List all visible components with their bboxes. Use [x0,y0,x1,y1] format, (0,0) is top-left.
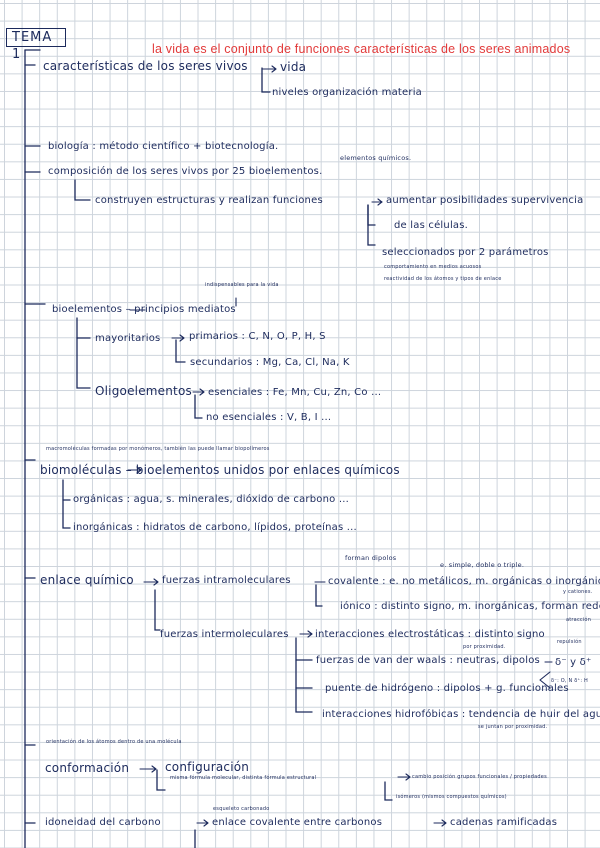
note-niveles: niveles organización materia [272,87,422,98]
note-misma-formula: misma fórmula molecular, distinta fórmul… [170,775,317,781]
note-hidrofobicas: interacciones hidrofóbicas : tendencia d… [322,709,600,720]
note-configuracion: configuración [165,760,250,774]
note-macromoleculas: macromoléculas formadas por monómeros, t… [46,446,270,452]
note-atraccion: atracción [566,617,592,623]
note-orientacion: orientación de los átomos dentro de una … [46,739,182,745]
note-delta: δ⁻ y δ⁺ [555,657,592,668]
note-organicas: orgánicas : agua, s. minerales, dióxido … [73,494,349,505]
note-celulas: de las células. [394,220,469,231]
note-indispensables: indispensables para la vida [205,282,279,288]
note-oh-nh: δ⁻: O, N δ⁺: H [551,678,588,684]
note-caracteristicas: características de los seres vivos [43,59,248,73]
note-composicion: composición de los seres vivos por 25 bi… [48,166,323,177]
note-cadenas: cadenas ramificadas [450,817,558,828]
note-y-cationes: y cationes. [563,589,593,595]
note-enlace-covalente: enlace covalente entre carbonos [212,817,383,828]
note-vida: vida [280,60,307,74]
note-reactividad: reactividad de los átomos y tipos de enl… [384,276,502,282]
note-puente: puente de hidrógeno : dipolos + g. funci… [325,683,569,694]
note-secundarios: secundarios : Mg, Ca, Cl, Na, K [190,357,350,368]
life-definition: la vida es el conjunto de funciones cara… [152,42,571,56]
note-cambio: cambio posición grupos funcionales / pro… [412,774,547,780]
note-por-proximidad-1: por proximidad. [463,644,506,650]
note-mayoritarios: mayoritarios [95,333,161,344]
note-interacciones-e: interacciones electrostáticas : distinto… [315,629,545,640]
note-se-juntan: se juntan por proximidad. [478,724,548,730]
tema-label: TEMA 1 [6,28,66,62]
note-enlace-quimico: enlace químico [40,573,134,587]
note-bioelementos: bioelementos – principios mediatos [52,304,236,315]
note-elementos-quimicos: elementos químicos. [340,154,412,162]
note-covalente: covalente : e. no metálicos, m. orgánica… [328,576,600,587]
note-esqueleto: esqueleto carbonado [213,806,270,812]
note-aumentar: aumentar posibilidades supervivencia [386,195,584,206]
note-esenciales: esenciales : Fe, Mn, Cu, Zn, Co ... [208,387,382,398]
note-ionico: iónico : distinto signo, m. inorgánicas,… [340,601,600,612]
note-oligoelementos: Oligoelementos [95,384,192,398]
note-no-esenciales: no esenciales : V, B, I ... [206,412,332,423]
note-biomoleculas: biomoléculas – bioelementos unidos por e… [40,463,400,477]
note-fuerzas-inter: fuerzas intermoleculares [160,629,289,640]
note-simple: e. simple, doble o triple. [440,561,525,569]
note-construyen: construyen estructuras y realizan funcio… [95,195,323,206]
note-biologia: biología : método científico + biotecnol… [48,141,279,152]
note-seleccionados: seleccionados por 2 parámetros [382,247,549,258]
note-fuerzas-intra: fuerzas intramoleculares [162,575,291,586]
note-van-der-waals: fuerzas de van der waals : neutras, dipo… [316,655,540,666]
note-inorganicas: inorgánicas : hidratos de carbono, lípid… [73,522,357,533]
note-idoneidad: idoneidad del carbono [45,817,161,828]
note-primarios: primarios : C, N, O, P, H, S [189,331,326,342]
note-comportamiento: comportamiento en medios acuosos [384,264,482,270]
note-conformacion: conformación [45,761,130,775]
note-repulsion: repulsión [557,639,582,645]
note-isomeros: isómeros (mismos compuestos químicos) [396,794,507,800]
note-forman-dipolos: forman dipolos [345,554,397,562]
